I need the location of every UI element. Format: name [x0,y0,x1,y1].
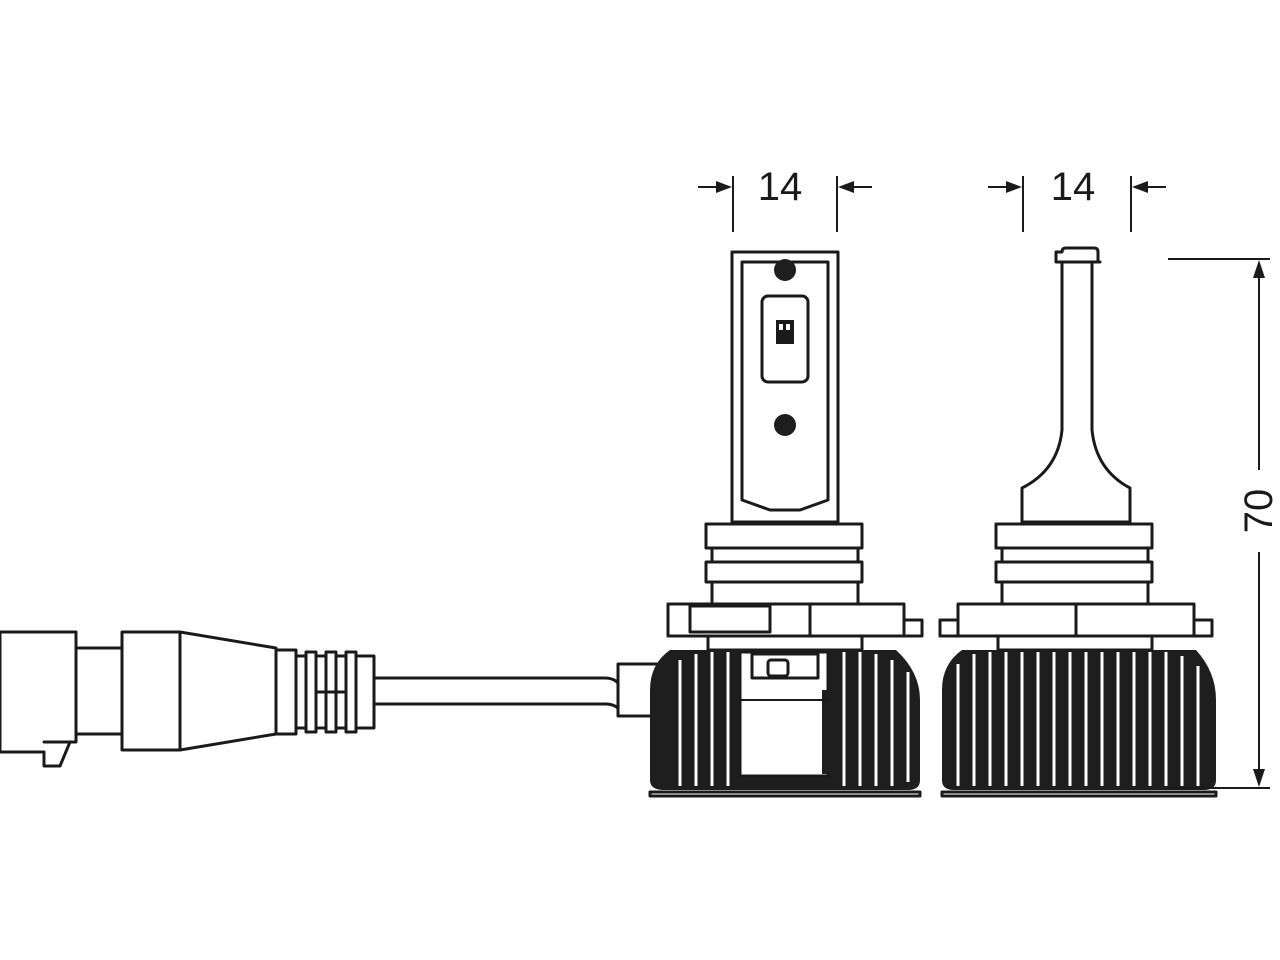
led-bulb-side-view [938,246,1218,798]
screw-top-icon [774,259,796,281]
dimension-right-width: 14 [988,165,1166,232]
dimension-height: 70 [1168,258,1280,789]
screw-bottom-icon [774,414,796,436]
led-chip-icon [776,320,794,344]
dimension-label-right-width: 14 [1051,165,1096,209]
heatsink-side [942,650,1216,790]
dimension-label-left-width: 14 [758,165,803,209]
cable [372,662,662,718]
dimension-label-height: 70 [1237,489,1280,534]
dimension-left-width: 14 [698,165,872,232]
connector-plug [0,630,376,768]
led-bulb-front-view [648,250,924,798]
